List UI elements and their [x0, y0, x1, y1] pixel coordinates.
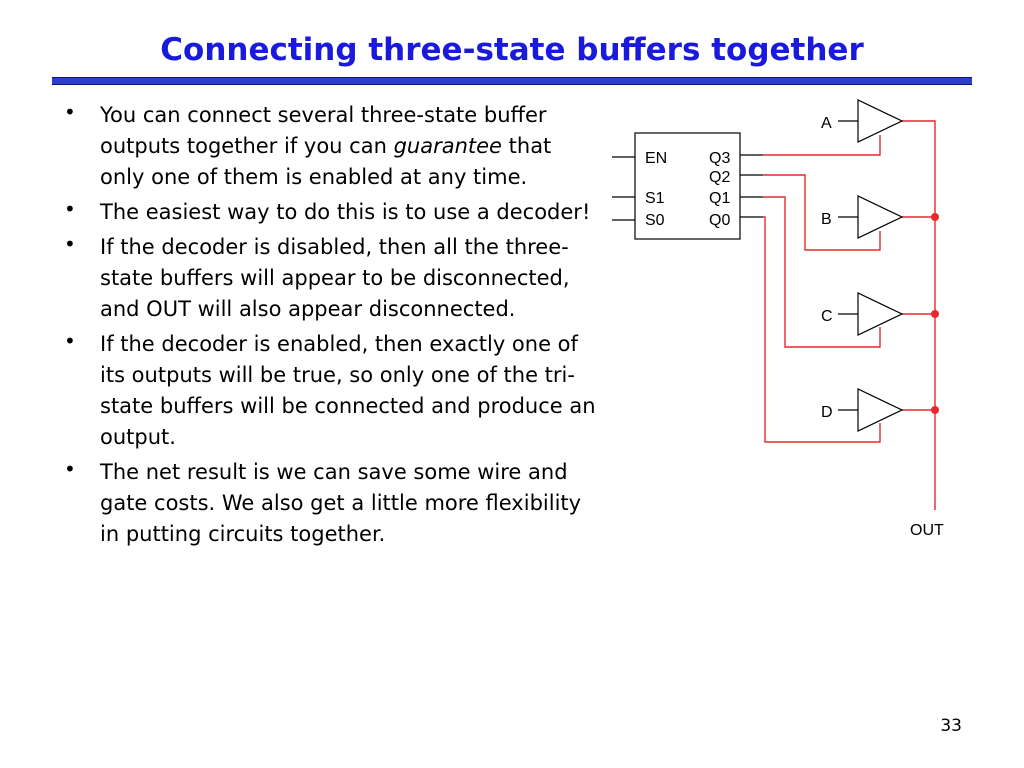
junction-dot-b — [931, 213, 939, 221]
bullet-marker: • — [64, 457, 76, 481]
decoder-label-s1: S1 — [645, 190, 665, 207]
junction-dot-d — [931, 406, 939, 414]
buffer-d-triangle — [857, 388, 904, 432]
bullet-item: • If the decoder is enabled, then exactly… — [62, 329, 602, 453]
enable-wire-q2-b — [763, 174, 881, 251]
bullet-text: If the decoder is disabled, then all the… — [100, 235, 570, 321]
buffer-label-b: B — [821, 211, 832, 228]
buffer-b-triangle — [857, 195, 904, 239]
bullet-item: • If the decoder is disabled, then all th… — [62, 232, 602, 325]
output-label: OUT — [910, 522, 944, 539]
bullet-text-tail: that only one of them is enabled at any … — [100, 134, 552, 189]
decoder-label-en: EN — [645, 150, 667, 167]
buffer-label-a: A — [821, 115, 832, 132]
title-underline — [52, 77, 972, 85]
bullet-marker: • — [64, 197, 76, 221]
decoder-label-q2: Q2 — [709, 169, 730, 186]
bullet-marker: • — [64, 329, 76, 353]
buffer-c-triangle — [857, 292, 904, 336]
buffer-a-triangle — [857, 99, 904, 143]
decoder-box — [634, 132, 741, 240]
bullet-list: • You can connect several three-state buf… — [62, 100, 602, 554]
bullet-item: • The net result is we can save some wire… — [62, 457, 602, 550]
bullet-text: If the decoder is enabled, then exactly … — [100, 332, 596, 449]
enable-wire-q1-c — [763, 196, 881, 348]
buffer-label-c: C — [821, 308, 833, 325]
decoder-label-q1: Q1 — [709, 190, 730, 207]
decoder-label-q0: Q0 — [709, 212, 730, 229]
bullet-marker: • — [64, 232, 76, 256]
bullet-text: You can connect several three-state buff… — [100, 103, 547, 158]
enable-wire-q3-a — [763, 135, 881, 156]
slide-title: Connecting three-state buffers together — [160, 32, 864, 68]
bullet-text: The easiest way to do this is to use a d… — [100, 200, 591, 224]
enable-wire-q0-d — [763, 216, 881, 443]
bullet-emphasis: guarantee — [393, 134, 502, 158]
decoder-label-s0: S0 — [645, 212, 665, 229]
buffer-label-d: D — [821, 404, 833, 421]
bullet-marker: • — [64, 100, 76, 124]
bullet-text: The net result is we can save some wire … — [100, 460, 582, 546]
output-bus-wire — [902, 120, 936, 510]
page-number: 33 — [940, 716, 962, 736]
junction-dot-c — [931, 310, 939, 318]
decoder-label-q3: Q3 — [709, 150, 730, 167]
bullet-item: • You can connect several three-state buf… — [62, 100, 602, 193]
bullet-item: • The easiest way to do this is to use a … — [62, 197, 602, 228]
